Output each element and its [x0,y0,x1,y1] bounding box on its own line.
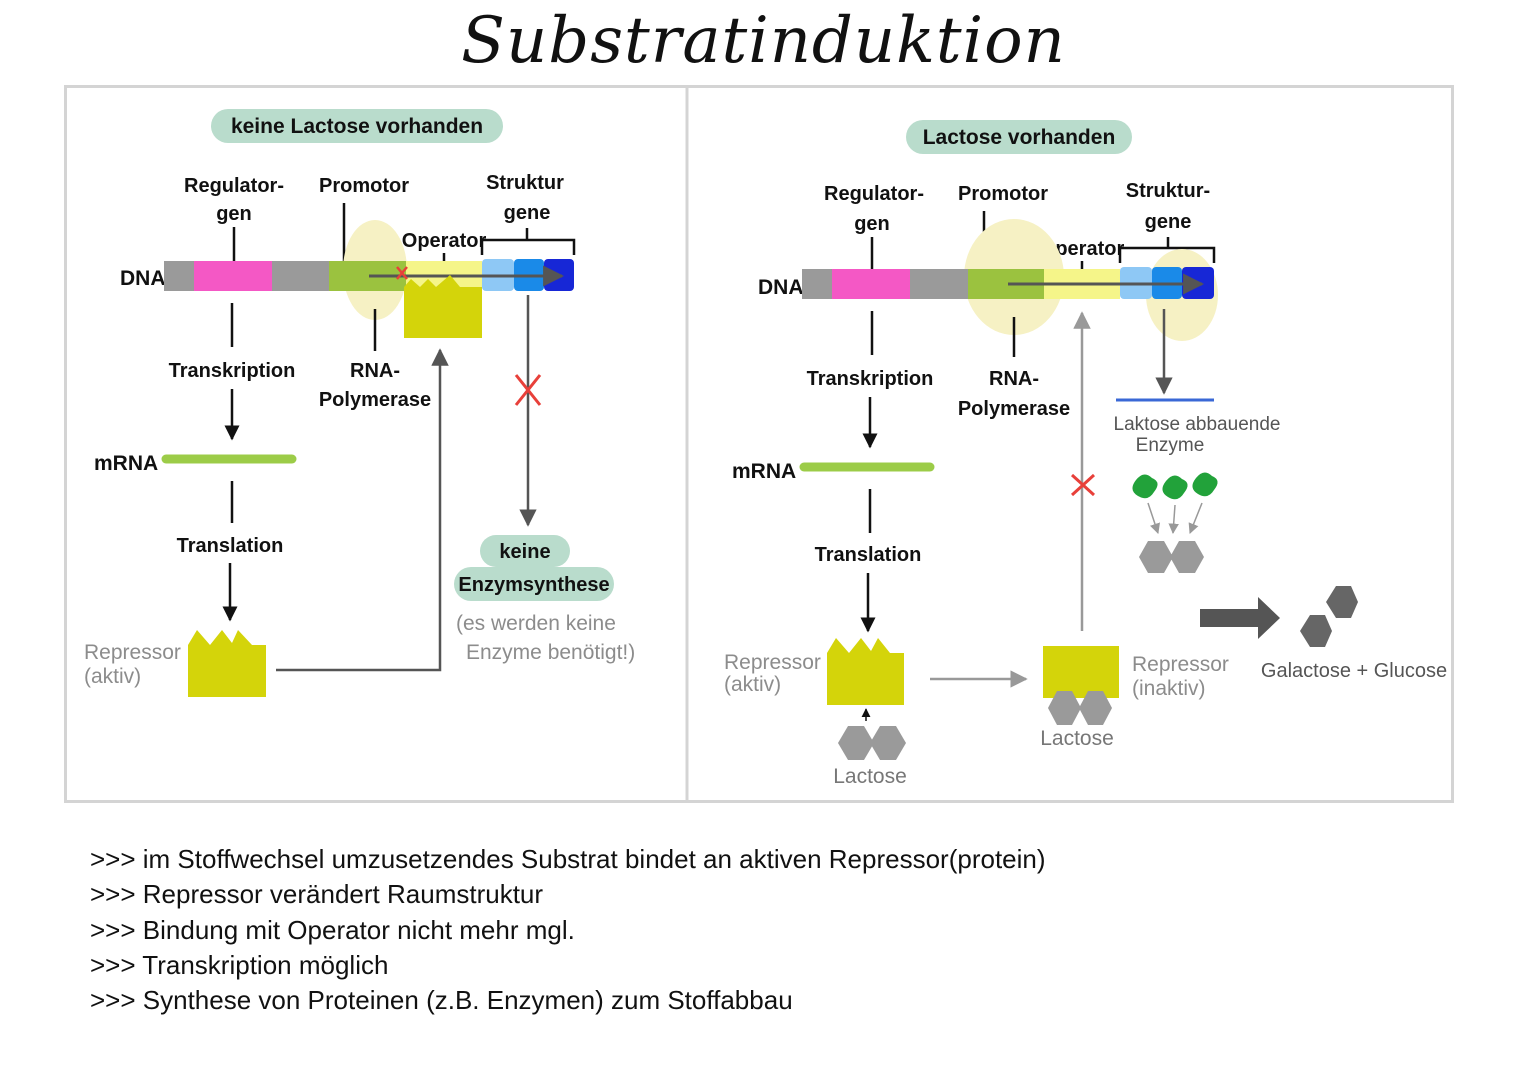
left-note-2: Enzyme benötigt!) [466,641,635,664]
right-regulator-label-2: gen [854,213,890,235]
notes-list: >>> im Stoffwechsel umzusetzendes Substr… [90,842,1390,1018]
left-translation-label: Translation [177,535,284,557]
right-header: Lactose vorhanden [923,126,1116,149]
left-regulator-gene [194,261,272,291]
right-repressor-active-label-2: (aktiv) [724,673,781,696]
left-rna-label-2: Polymerase [319,389,431,411]
right-dna-label: DNA [758,276,804,299]
left-repressor-to-operator-arrow [276,348,449,672]
right-rna-label: RNA- [989,368,1039,390]
right-rna-label-2: Polymerase [958,398,1070,420]
left-result-label: keine [499,541,550,563]
right-repressor-active [827,638,904,705]
right-struktur-bracket [1118,237,1216,263]
left-repressor-on-operator [404,275,482,338]
right-enzyme-label-2: Enzyme [1136,435,1205,456]
left-result-label-2: Enzymsynthese [458,574,609,596]
right-panel: Lactose vorhanden Regulator- gen Promoto… [724,120,1447,788]
outer-frame [64,85,1454,803]
left-dna-strand [164,259,574,291]
left-struktur-label-2: gene [504,202,551,224]
right-struktur-label-2: gene [1145,211,1192,233]
left-regulator-label: Regulator- [184,175,284,197]
enzyme-1 [1132,474,1158,499]
note-item: >>> Synthese von Proteinen (z.B. Enzymen… [90,985,793,1016]
enzyme-arrow-3 [1188,502,1203,534]
right-struktur-label: Struktur- [1126,180,1210,202]
enzyme-3 [1192,472,1218,497]
left-operator-label: Operator [402,230,487,252]
right-products-label: Galactose + Glucose [1261,660,1447,682]
diagram-frame: keine Lactose vorhanden Regulator- gen P… [64,85,1454,805]
right-enzyme-label: Laktose abbauende [1114,414,1281,435]
left-promotor-label: Promotor [319,175,409,197]
left-panel: keine Lactose vorhanden Regulator- gen P… [84,109,635,697]
left-result-pill-2 [454,567,614,601]
right-lactose-molecule-3 [1139,541,1204,573]
right-mrna-label: mRNA [732,460,796,483]
left-rna-label: RNA- [350,360,400,382]
note-item: >>> Repressor verändert Raumstruktur [90,879,544,910]
right-regulator-gene [832,269,910,299]
right-repressor-active-label: Repressor [724,651,821,674]
note-item: >>> im Stoffwechsel umzusetzendes Substr… [90,844,1046,874]
glucose-shape [1300,615,1332,647]
left-header-pill [211,109,503,143]
left-dna-label: DNA [120,267,166,290]
left-header: keine Lactose vorhanden [231,115,483,138]
note-item: >>> Transkription möglich [90,949,389,980]
right-lactose-molecule-1 [838,726,906,760]
right-block-mark [1070,473,1096,497]
right-lactose-label-1: Lactose [833,765,907,788]
enzyme-arrow-1 [1147,502,1160,534]
left-note: (es werden keine [456,612,616,635]
galactose-shape [1326,586,1358,618]
right-lactose-molecule-2 [1048,691,1112,725]
right-translation-label: Translation [815,544,922,566]
left-repressor-label-2: (aktiv) [84,665,141,688]
left-result-pill-1 [480,535,570,567]
right-enzymes [1132,472,1218,500]
note-item: >>> Bindung mit Operator nicht mehr mgl. [90,914,575,945]
right-transkription-label: Transkription [807,368,934,390]
right-repressor-inactive-label: Repressor [1132,653,1229,676]
right-regulator-label: Regulator- [824,183,924,205]
right-products [1300,586,1358,647]
right-operator-label: Operator [1040,238,1125,260]
enzyme-arrow-2 [1168,504,1179,535]
page-title: Substratinduktion [461,4,1066,78]
left-block-mark [514,374,542,406]
right-product-arrow [1200,597,1280,639]
right-repressor-inactive [1043,646,1119,698]
left-transkription-label: Transkription [169,360,296,382]
left-struktur-bracket [480,228,576,255]
left-repressor-active [188,630,266,697]
left-block-mark-small [396,266,408,280]
right-promotor-label: Promotor [958,183,1048,205]
right-lactose-label-2: Lactose [1040,727,1114,750]
right-repressor-inactive-label-2: (inaktiv) [1132,677,1206,700]
right-header-pill [906,120,1132,154]
left-repressor-label: Repressor [84,641,181,664]
left-mrna-label: mRNA [94,452,158,475]
left-regulator-label-2: gen [216,203,252,225]
left-struktur-label: Struktur [486,172,564,194]
enzyme-2 [1162,475,1188,500]
